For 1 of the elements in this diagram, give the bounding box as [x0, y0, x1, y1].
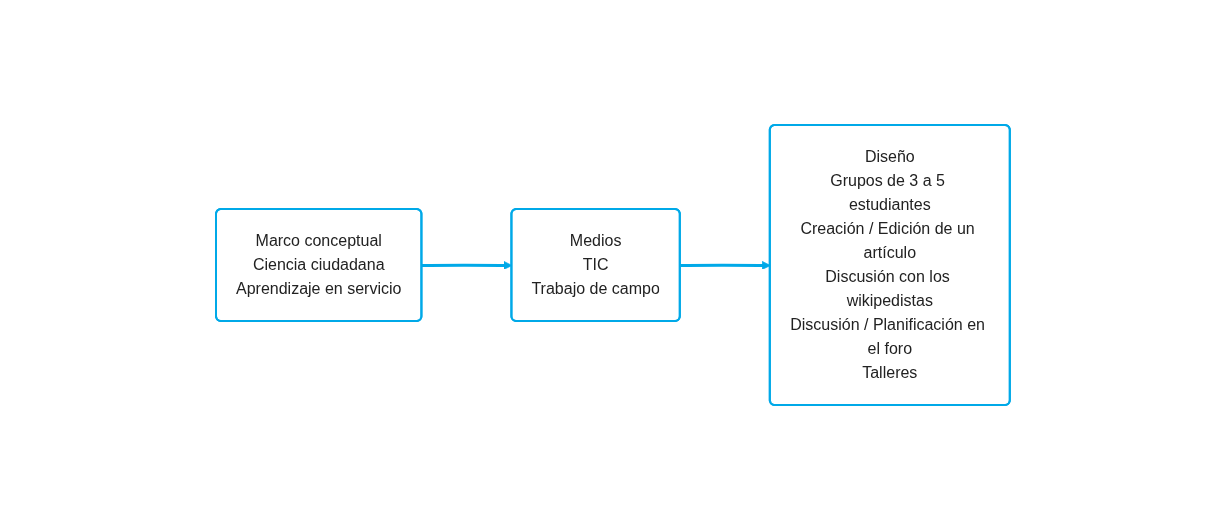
arrow	[421, 261, 512, 270]
